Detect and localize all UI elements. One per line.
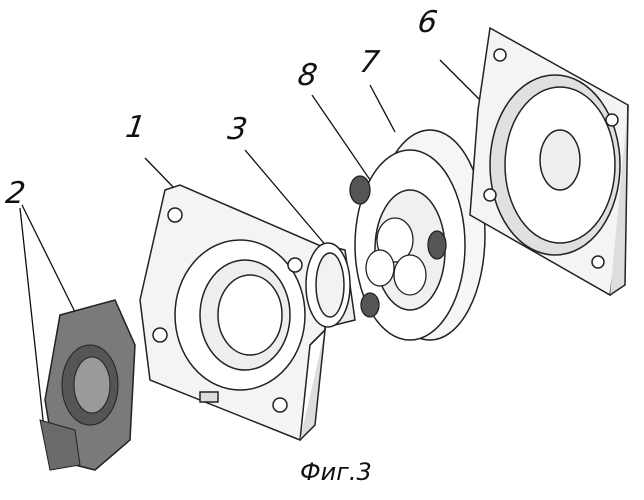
part-2-nut bbox=[40, 300, 135, 470]
part-6-housing bbox=[470, 28, 628, 295]
figure-caption: Фиг.3 bbox=[300, 458, 372, 486]
part-3-bushing bbox=[306, 243, 355, 327]
leader-7 bbox=[370, 85, 395, 132]
part-1-flange bbox=[140, 185, 330, 440]
